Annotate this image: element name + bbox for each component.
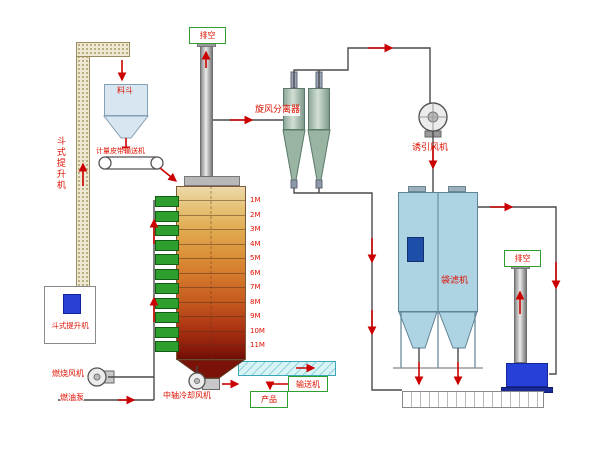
tower-level-label: 3M bbox=[250, 225, 261, 233]
induced-fan-label: 诱引风机 bbox=[412, 143, 449, 153]
exhaust-stack-right bbox=[514, 268, 527, 363]
hopper-label: 料斗 bbox=[117, 86, 133, 95]
dust-drag-conveyor bbox=[402, 391, 544, 408]
cyclone-right-body bbox=[308, 88, 330, 130]
tower-level-label: 7M bbox=[250, 283, 261, 291]
hot-air-inlet-box bbox=[155, 210, 179, 222]
bag-filter-cap-left bbox=[408, 186, 426, 192]
discharge-conveyor-text: 输送机 bbox=[296, 379, 320, 389]
bucket-elevator-boot-box bbox=[44, 286, 96, 344]
tower-discharge-valve bbox=[202, 378, 220, 390]
tower-level-label: 6M bbox=[250, 268, 261, 277]
tower-level-label: 4M bbox=[250, 239, 261, 248]
tower-level-label: 1M bbox=[250, 196, 261, 204]
bag-filter-access-door bbox=[407, 237, 424, 262]
hot-air-inlet-box bbox=[155, 297, 179, 309]
hot-air-inlet-box bbox=[155, 312, 179, 323]
hot-air-inlet-box bbox=[155, 239, 179, 251]
hot-air-inlet-box bbox=[155, 341, 179, 352]
tower-level-label: 8M bbox=[250, 297, 261, 306]
bucket-elevator-top-duct bbox=[76, 42, 130, 57]
tower-level-label: 10M bbox=[250, 326, 265, 335]
bucket-elevator-vertical-label: 斗式提升机 bbox=[54, 136, 65, 191]
tower-level-label: 2M bbox=[250, 210, 261, 219]
hot-air-inlet-box bbox=[155, 283, 179, 294]
bag-filter-cap-right bbox=[448, 186, 466, 192]
fuel-pump-label: 燃油泵 bbox=[60, 393, 84, 403]
exhaust-blower bbox=[506, 363, 548, 387]
tower-level-label: 9M bbox=[250, 312, 261, 320]
vent-top-label: 排空 bbox=[189, 27, 226, 44]
cooling-fan-label: 中轴冷却风机 bbox=[163, 391, 211, 400]
tower-level-labels: 1M 2M 3M 4M 5M 6M 7M 8M 9M 10M 11M bbox=[250, 0, 274, 450]
bag-filter-label: 袋滤机 bbox=[441, 276, 469, 286]
hot-air-inlet-box bbox=[155, 196, 179, 207]
tower-level-label: 5M bbox=[250, 254, 261, 262]
hot-air-inlet-box bbox=[155, 225, 179, 236]
discharge-conveyor-box: 输送机 bbox=[288, 376, 328, 392]
bucket-elevator-box-label: 斗式提升机 bbox=[51, 321, 89, 330]
vent-right-label: 排空 bbox=[504, 250, 541, 267]
bucket-elevator-drive bbox=[63, 294, 81, 314]
hot-air-inlet-box bbox=[155, 326, 179, 338]
cyclone-label: 旋风分离器 bbox=[255, 105, 301, 116]
tower-level-label: 11M bbox=[250, 341, 265, 349]
vent-top-text: 排空 bbox=[199, 31, 216, 40]
hot-air-inlet-box bbox=[155, 254, 179, 265]
combustion-fan-label: 燃烧风机 bbox=[52, 369, 84, 378]
weigh-belt-label: 计量皮带输送机 bbox=[96, 147, 145, 156]
hot-air-inlet-box bbox=[155, 268, 179, 280]
product-text: 产品 bbox=[261, 395, 277, 404]
vent-right-text: 排空 bbox=[514, 254, 531, 263]
product-box: 产品 bbox=[250, 391, 288, 408]
